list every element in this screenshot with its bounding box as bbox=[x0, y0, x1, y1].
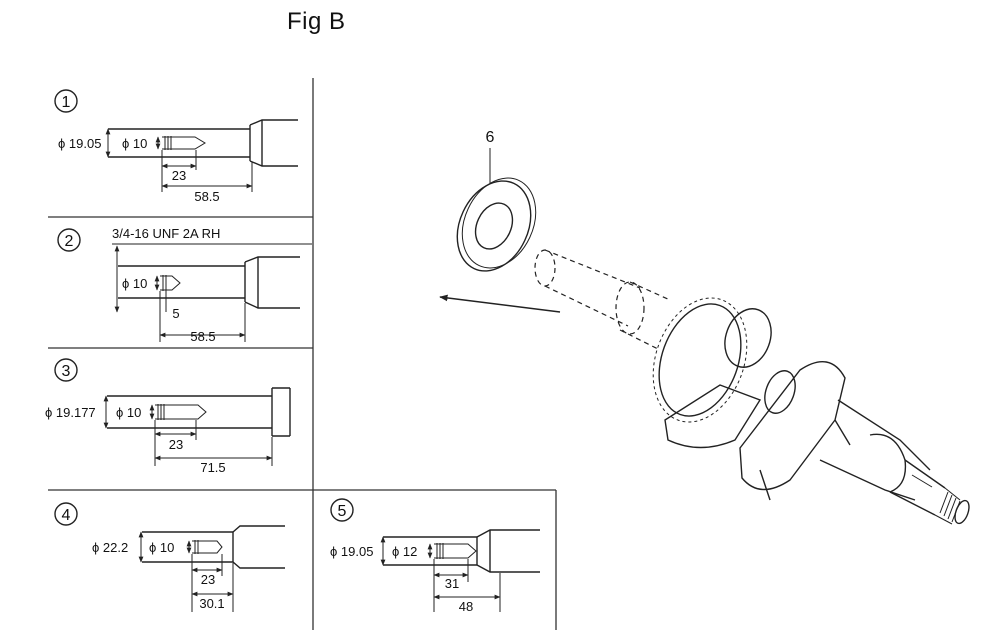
washer-part bbox=[456, 177, 537, 272]
panel-number: 5 bbox=[338, 503, 347, 520]
thread-spec: 3/4-16 UNF 2A RH bbox=[112, 226, 220, 241]
panel-number: 4 bbox=[62, 507, 71, 524]
dim-hole-depth: 5 bbox=[172, 306, 179, 321]
assembly-direction-arrow bbox=[439, 294, 561, 313]
dim-shaft-length: 71.5 bbox=[200, 460, 225, 475]
timing-gear bbox=[652, 297, 748, 423]
part-callout-6: 6 bbox=[486, 129, 495, 146]
dim-shaft-length: 58.5 bbox=[190, 329, 215, 344]
panel-number-circle bbox=[54, 502, 78, 526]
dim-hole-depth: 23 bbox=[172, 168, 186, 183]
dim-outer-diameter: ϕ 19.05 bbox=[58, 136, 101, 151]
crankshaft-body bbox=[664, 308, 970, 525]
shaft-end-ghost bbox=[534, 249, 671, 351]
crankshaft-exploded-view: 6 bbox=[439, 129, 970, 525]
panel-5: 5 ϕ 19.05 ϕ 12 31 48 bbox=[330, 498, 540, 614]
dim-hole-diameter: ϕ 10 bbox=[122, 136, 147, 151]
dim-outer-diameter: ϕ 19.177 bbox=[45, 405, 96, 420]
panel-grid bbox=[48, 78, 557, 630]
dim-outer-diameter: ϕ 22.2 bbox=[92, 540, 128, 555]
panel-1: 1 ϕ 19.05 ϕ 10 23 58.5 bbox=[54, 89, 298, 204]
figure-title: Fig B bbox=[287, 8, 346, 35]
dim-shaft-length: 30.1 bbox=[199, 596, 224, 611]
dim-hole-depth: 23 bbox=[169, 437, 183, 452]
panel-2: 2 3/4-16 UNF 2A RH ϕ 10 5 58.5 bbox=[57, 226, 312, 344]
dim-hole-depth: 23 bbox=[201, 572, 215, 587]
dim-shaft-length: 58.5 bbox=[194, 189, 219, 204]
dim-hole-diameter: ϕ 10 bbox=[116, 405, 141, 420]
dim-hole-diameter: ϕ 12 bbox=[392, 544, 417, 559]
dim-hole-diameter: ϕ 10 bbox=[122, 276, 147, 291]
panel-3: 3 ϕ 19.177 ϕ 10 23 71.5 bbox=[45, 358, 291, 475]
dim-outer-diameter: ϕ 19.05 bbox=[330, 544, 373, 559]
panel-number-circle bbox=[54, 358, 78, 382]
panel-4: 4 ϕ 22.2 ϕ 10 23 30.1 bbox=[54, 502, 285, 612]
panel-number: 3 bbox=[62, 363, 71, 380]
dim-hole-depth: 31 bbox=[445, 576, 459, 591]
dim-hole-diameter: ϕ 10 bbox=[149, 540, 174, 555]
panel-number: 1 bbox=[62, 94, 71, 111]
dim-shaft-length: 48 bbox=[459, 599, 473, 614]
panel-number-circle bbox=[54, 89, 78, 113]
panel-number-circle bbox=[330, 498, 354, 522]
panel-number: 2 bbox=[65, 233, 74, 250]
shaft-thread bbox=[934, 487, 970, 525]
panel-number-circle bbox=[57, 228, 81, 252]
